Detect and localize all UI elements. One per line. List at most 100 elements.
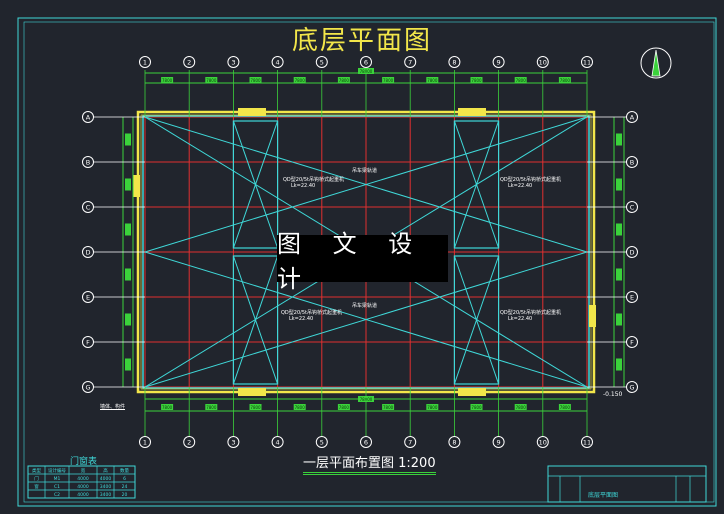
crane-diagonal — [144, 116, 588, 253]
axis-bubble — [536, 436, 549, 448]
axis-bubble — [581, 56, 593, 68]
door-opening — [133, 175, 140, 197]
table-cell: 高 — [103, 467, 108, 474]
axis-bubble — [581, 436, 593, 448]
axis-bubble — [626, 111, 638, 123]
table-cell: 24 — [122, 484, 128, 490]
axis-bubble — [360, 56, 372, 68]
axis-label: 8 — [452, 439, 456, 447]
axis-label: 3 — [231, 439, 235, 447]
dimension-tag — [616, 358, 622, 371]
dimension-label: 7800 — [383, 78, 394, 83]
table-cell: 类型 — [32, 467, 41, 474]
drawing-title: 底层平面图 — [291, 26, 432, 56]
axis-label: 3 — [231, 59, 235, 67]
plan-caption: 一层平面布置图 1:200 — [303, 452, 436, 475]
axis-label: 5 — [320, 439, 324, 447]
axis-label: G — [85, 384, 90, 392]
table-cell: 20 — [122, 492, 128, 498]
dimension-tag — [382, 77, 395, 83]
dimension-tag — [382, 404, 395, 410]
dimension-tag — [125, 268, 131, 281]
table-cell: 4000 — [100, 476, 112, 482]
axis-label: F — [86, 339, 90, 347]
axis-bubble — [492, 56, 505, 68]
dimension-tag — [616, 178, 622, 191]
dimension-tag — [125, 178, 131, 191]
axis-bubble — [82, 381, 94, 393]
dimension-label: 7800 — [516, 405, 527, 410]
axis-bubble — [448, 56, 461, 68]
dimension-tag — [293, 77, 306, 83]
axis-label: 11 — [583, 59, 591, 67]
dimension-label: 7800 — [383, 405, 394, 410]
axis-label: 7 — [408, 439, 412, 447]
axis-label: D — [629, 249, 634, 257]
title-block-name: 底层平面图 — [588, 492, 619, 499]
dimension-tag — [514, 404, 527, 410]
axis-label: 9 — [497, 59, 501, 67]
bracing-panel — [232, 255, 279, 385]
table-cell: 4000 — [77, 492, 89, 498]
door-opening — [458, 108, 486, 116]
north-arrow-icon — [651, 49, 661, 77]
axis-bubble — [492, 436, 505, 448]
door-opening — [238, 388, 266, 396]
axis-bubble — [448, 436, 461, 448]
north-arrow-circle — [640, 47, 672, 79]
dimension-tag — [616, 133, 622, 146]
axis-label: 2 — [187, 439, 191, 447]
table-cell: 4000 — [77, 484, 89, 490]
axis-bubble — [315, 56, 328, 68]
axis-label: A — [86, 114, 91, 122]
table-cell: 窗 — [34, 483, 39, 490]
corner-note: 墙体、构件 — [100, 404, 126, 410]
axis-bubble — [139, 56, 151, 68]
table-cell: 4000 — [77, 476, 89, 482]
elevation-note: -0.150 — [603, 391, 623, 398]
axis-label: 1 — [143, 439, 147, 447]
dimension-tag — [337, 77, 350, 83]
table-cell: 3400 — [100, 492, 112, 498]
axis-bubble — [82, 156, 94, 168]
dimension-tag — [249, 404, 262, 410]
table-cell: C1 — [54, 484, 60, 490]
dimension-tag — [616, 313, 622, 326]
axis-label: 1 — [143, 59, 147, 67]
dimension-tag — [470, 404, 483, 410]
dimension-label: 7800 — [427, 78, 438, 83]
dimension-tag — [616, 268, 622, 281]
bracing-cross — [453, 255, 500, 385]
axis-label: 9 — [497, 439, 501, 447]
axis-bubble — [227, 436, 240, 448]
dimension-tag — [514, 77, 527, 83]
dimension-tag — [249, 77, 262, 83]
axis-label: 6 — [364, 59, 368, 67]
axis-bubble — [360, 436, 372, 448]
door-opening — [238, 108, 266, 116]
dimension-label: 7800 — [427, 405, 438, 410]
door-opening — [458, 388, 486, 396]
axis-label: B — [86, 159, 90, 167]
axis-bubble — [139, 436, 151, 448]
axis-label: 10 — [539, 439, 547, 447]
axis-bubble — [626, 336, 638, 348]
dimension-tag — [293, 404, 306, 410]
axis-label: B — [630, 159, 634, 167]
dimension-tag — [125, 313, 131, 326]
dimension-label: 7800 — [206, 405, 217, 410]
axis-label: 10 — [539, 59, 547, 67]
table-cell: 设计编号 — [48, 467, 66, 474]
bracing-cross — [232, 255, 279, 385]
axis-bubble — [404, 436, 417, 448]
inner-frame — [23, 21, 715, 503]
table-cell: C2 — [54, 492, 60, 498]
dimension-tag — [616, 223, 622, 236]
axis-bubble — [82, 111, 94, 123]
dimension-tag — [125, 223, 131, 236]
